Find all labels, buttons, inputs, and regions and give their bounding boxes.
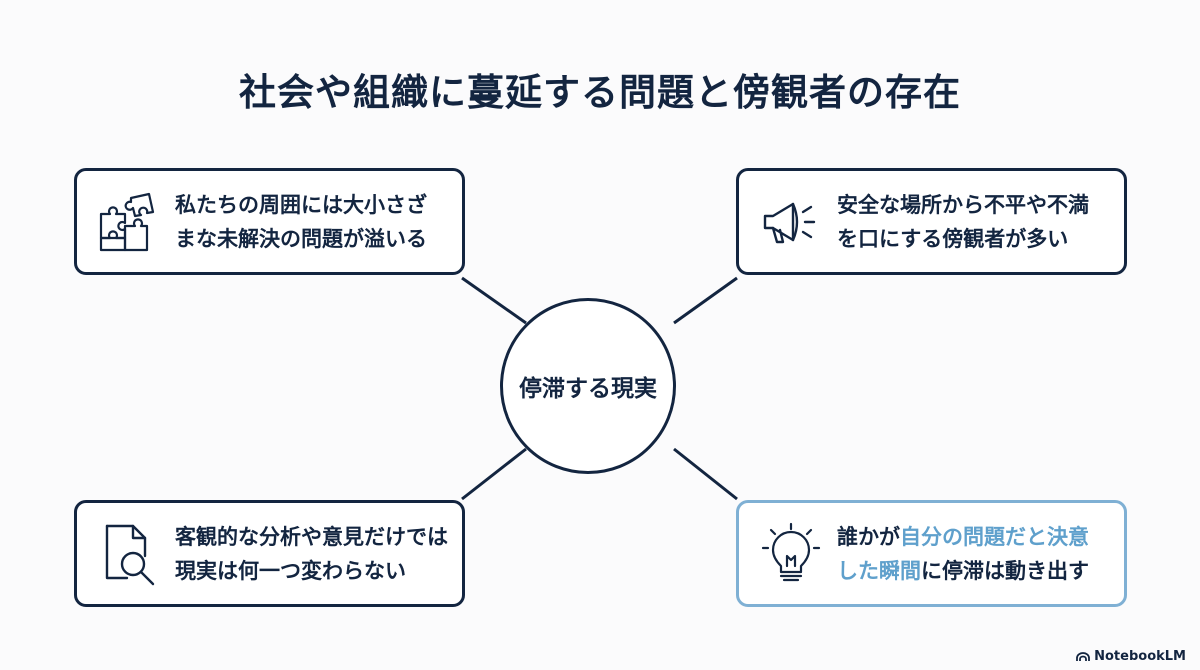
notebooklm-logo-icon xyxy=(1076,651,1091,661)
card-decision-moment: 誰かが自分の問題だと決意 した瞬間に停滞は動き出す xyxy=(736,500,1127,607)
card-line: 現実は何一つ変わらない xyxy=(175,558,406,583)
card-text: 誰かが自分の問題だと決意 した瞬間に停滞は動き出す xyxy=(837,520,1114,588)
document-search-icon xyxy=(105,524,155,585)
connector-top-right xyxy=(673,276,738,325)
connector-bottom-left xyxy=(461,447,527,501)
card-line: を口にする傍観者が多い xyxy=(837,226,1069,251)
center-node: 停滞する現実 xyxy=(500,298,676,474)
center-label: 停滞する現実 xyxy=(519,376,657,402)
puzzle-icon xyxy=(99,192,155,251)
brand-watermark: NotebookLM xyxy=(1076,649,1186,664)
connector-bottom-right xyxy=(673,447,738,501)
lightbulb-icon xyxy=(761,522,821,581)
card-line: 客観的な分析や意見だけでは xyxy=(175,524,448,549)
card-unresolved-problems: 私たちの周囲には大小さざ まな未解決の問題が溢いる xyxy=(74,168,465,275)
card-text: 客観的な分析や意見だけでは 現実は何一つ変わらない xyxy=(175,520,452,588)
card-line: した瞬間に停滞は動き出す xyxy=(837,554,1114,588)
card-text: 私たちの周囲には大小さざ まな未解決の問題が溢いる xyxy=(175,188,452,256)
card-bystanders-complaining: 安全な場所から不平や不満 を口にする傍観者が多い xyxy=(736,168,1127,275)
page-title: 社会や組織に蔓延する問題と傍観者の存在 xyxy=(239,71,961,114)
card-text-segment: に停滞は動き出す xyxy=(921,558,1089,583)
card-text: 安全な場所から不平や不満 を口にする傍観者が多い xyxy=(837,188,1114,256)
card-text-highlight: した瞬間 xyxy=(837,558,921,583)
card-line: 私たちの周囲には大小さざ xyxy=(175,192,427,217)
card-text-highlight: 自分の問題だと決意 xyxy=(900,524,1089,549)
megaphone-icon xyxy=(763,202,816,243)
card-analysis-insufficient: 客観的な分析や意見だけでは 現実は何一つ変わらない xyxy=(74,500,465,607)
brand-label: NotebookLM xyxy=(1094,649,1186,664)
connector-top-left xyxy=(461,276,527,325)
card-line: 誰かが自分の問題だと決意 xyxy=(837,520,1114,554)
card-line: まな未解決の問題が溢いる xyxy=(175,226,427,251)
card-text-segment: 誰かが xyxy=(837,524,900,549)
card-line: 安全な場所から不平や不満 xyxy=(837,192,1089,217)
